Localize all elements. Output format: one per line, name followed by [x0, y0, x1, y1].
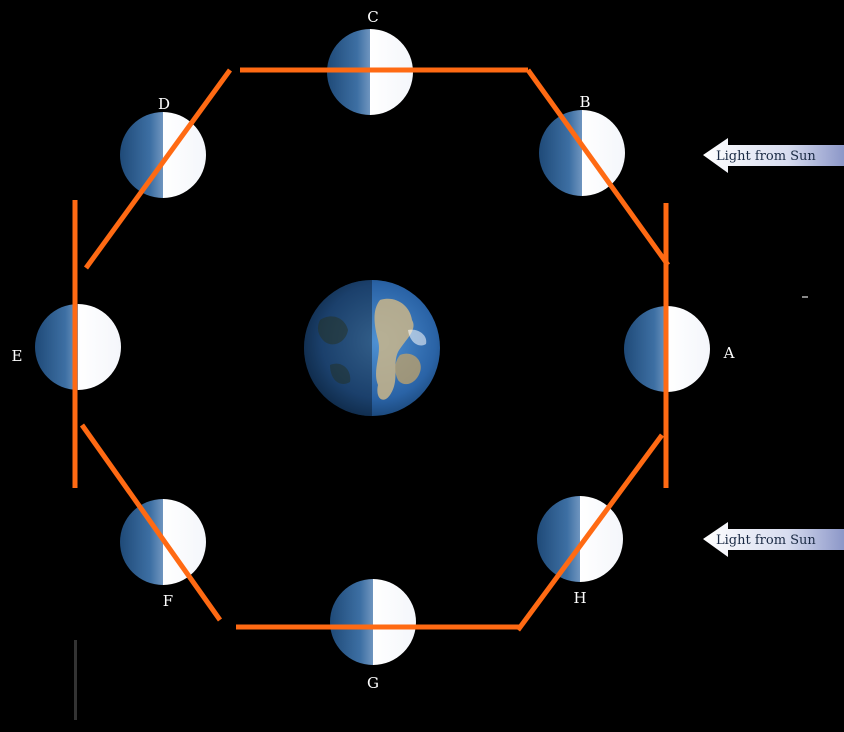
sun-arrow-bottom-label: Light from Sun — [716, 533, 816, 548]
position-label-F: F — [163, 592, 173, 610]
position-label-H: H — [573, 589, 586, 607]
position-label-D: D — [158, 95, 170, 113]
moon-G — [330, 579, 416, 665]
position-label-G: G — [367, 674, 379, 692]
moon-E — [35, 304, 121, 390]
sun-arrow-top: Light from Sun — [703, 138, 844, 173]
position-label-B: B — [579, 93, 590, 111]
position-label-C: C — [367, 8, 378, 26]
sun-arrow-bottom: Light from Sun — [703, 522, 844, 557]
sun-arrow-top-label: Light from Sun — [716, 149, 816, 164]
position-label-A: A — [723, 344, 735, 362]
position-label-E: E — [12, 347, 23, 365]
earth — [304, 280, 440, 416]
